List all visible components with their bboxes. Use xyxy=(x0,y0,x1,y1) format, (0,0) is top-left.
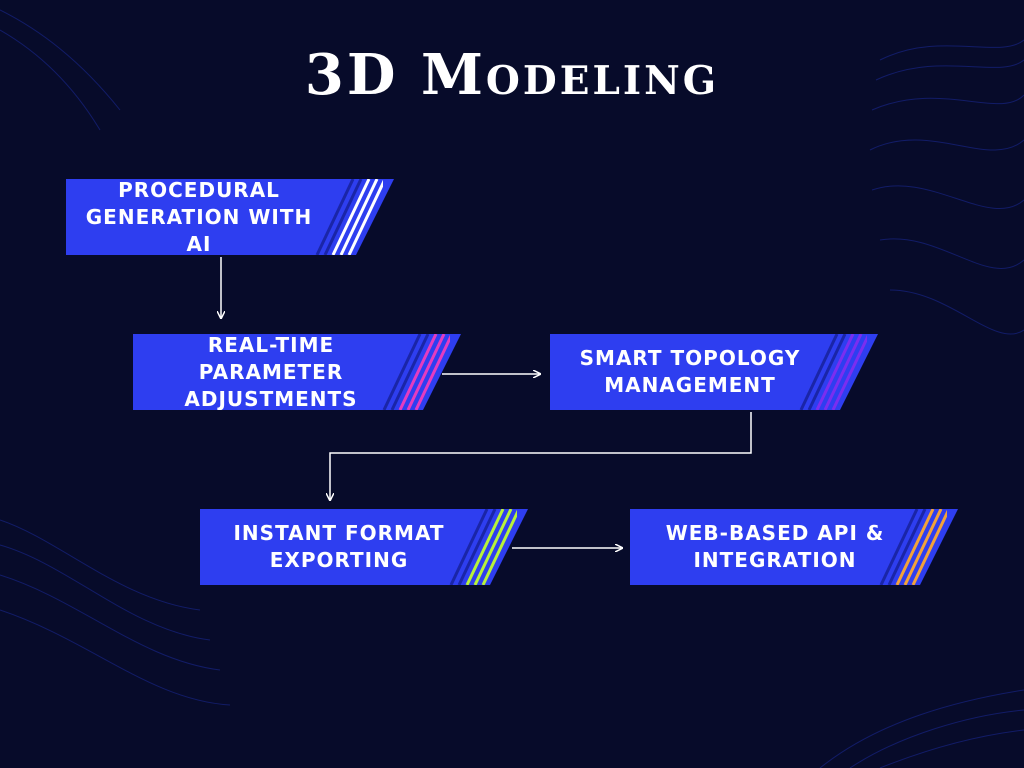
node-label: Instant Format Exporting xyxy=(233,521,445,572)
node-web-based-api: Web-Based API & Integration xyxy=(630,509,958,585)
node-procedural-generation: Procedural Generation with AI xyxy=(66,179,394,255)
stripes-decoration xyxy=(797,334,867,410)
node-smart-topology: Smart Topology Management xyxy=(550,334,878,410)
node-instant-format: Instant Format Exporting xyxy=(200,509,528,585)
node-label: Web-Based API & Integration xyxy=(665,521,885,572)
stripes-decoration xyxy=(447,509,517,585)
stripes-decoration xyxy=(313,179,383,255)
node-label: Smart Topology Management xyxy=(579,346,801,397)
node-real-time-parameter: Real-Time Parameter Adjustments xyxy=(133,334,461,410)
node-label: Procedural Generation with AI xyxy=(85,177,313,256)
stripes-decoration xyxy=(380,334,450,410)
node-label: Real-Time Parameter Adjustments xyxy=(184,332,358,411)
stripes-decoration xyxy=(877,509,947,585)
page-title: 3D Modeling xyxy=(304,42,720,108)
